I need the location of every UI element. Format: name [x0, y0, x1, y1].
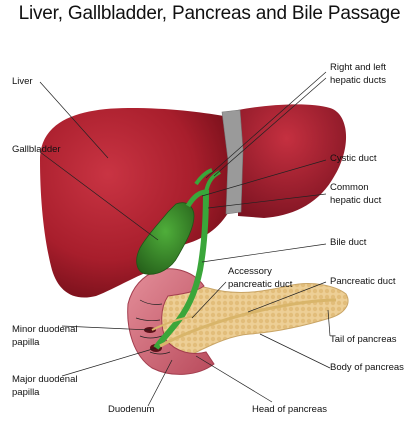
label-major-papilla-1: Major duodenal [12, 374, 78, 385]
hepatic-ducts [194, 168, 221, 193]
falciform-ligament [221, 109, 244, 215]
label-liver: Liver [12, 76, 33, 87]
label-head-of-pancreas: Head of pancreas [252, 404, 327, 415]
label-duodenum: Duodenum [108, 404, 155, 415]
label-bile-duct: Bile duct [330, 237, 367, 248]
label-minor-papilla-2: papilla [12, 337, 40, 348]
label-minor-papilla-1: Minor duodenal [12, 324, 78, 335]
common-bile-duct [153, 189, 209, 350]
duodenum [127, 268, 215, 375]
accessory-duct [151, 315, 197, 331]
label-pancreatic-duct: Pancreatic duct [330, 276, 396, 287]
label-body-of-pancreas: Body of pancreas [330, 362, 404, 373]
label-hepatic-ducts-2: hepatic ducts [330, 75, 386, 86]
label-tail-of-pancreas: Tail of pancreas [330, 334, 397, 345]
label-accessory-duct-1: Accessory [228, 266, 272, 277]
liver-right-lobe [238, 104, 347, 218]
label-major-papilla-2: papilla [12, 387, 40, 398]
liver-left-lobe [40, 108, 234, 298]
label-cystic-duct: Cystic duct [330, 153, 377, 164]
pancreatic-duct [159, 298, 337, 348]
label-accessory-duct-2: pancreatic duct [228, 279, 293, 290]
label-common-hepatic-2: hepatic duct [330, 195, 382, 206]
label-gallbladder: Gallbladder [12, 144, 61, 155]
label-common-hepatic-1: Common [330, 182, 369, 193]
label-hepatic-ducts-1: Right and left [330, 62, 386, 73]
diagram-title: Liver, Gallbladder, Pancreas and Bile Pa… [18, 3, 401, 24]
gallbladder [136, 202, 195, 275]
